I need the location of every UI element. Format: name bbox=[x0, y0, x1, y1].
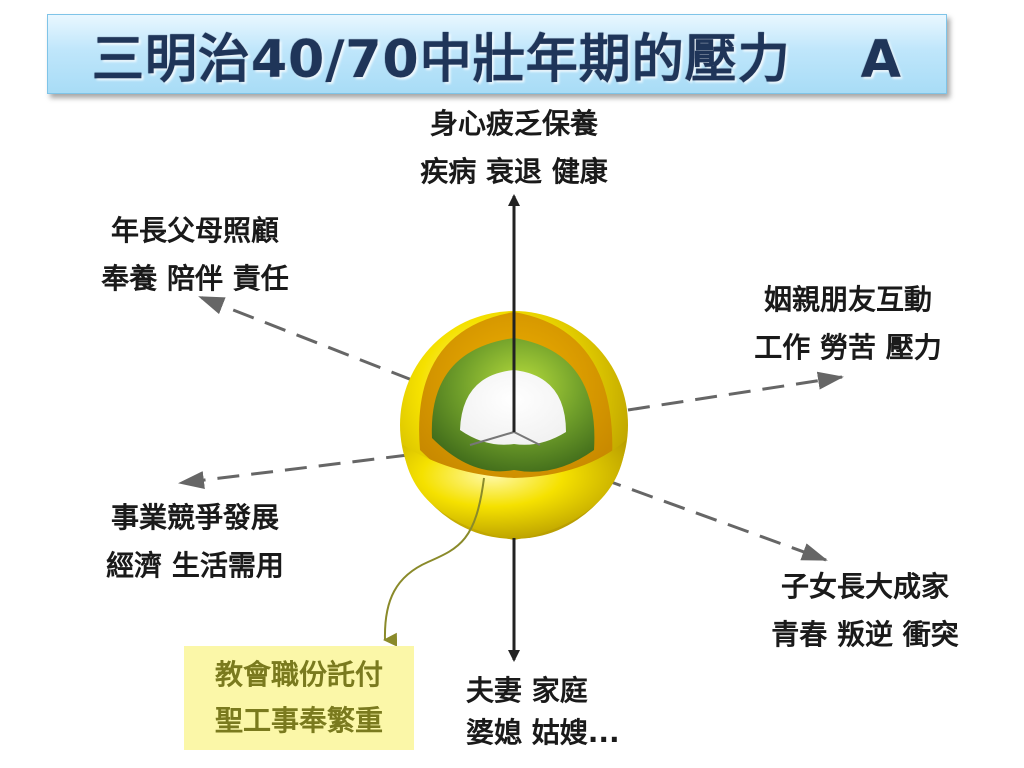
core-callout-line2: 聖工事奉繁重 bbox=[214, 704, 383, 737]
label-lower-left-line2: 經濟 生活需用 bbox=[106, 549, 284, 582]
label-top-line2: 疾病 衰退 健康 bbox=[420, 155, 608, 188]
label-lower-left: 事業競爭發展 經濟 生活需用 bbox=[70, 494, 320, 590]
label-upper-left-line2: 奉養 陪伴 責任 bbox=[101, 262, 289, 295]
label-upper-left: 年長父母照顧 奉養 陪伴 責任 bbox=[60, 207, 330, 303]
title-banner: 三明治40/70中壯年期的壓力 A bbox=[47, 14, 947, 94]
label-bottom-line2: 婆媳 姑嫂... bbox=[466, 716, 620, 749]
label-upper-right-line2: 工作 勞苦 壓力 bbox=[754, 331, 942, 364]
label-upper-right-line1: 姻親朋友互動 bbox=[763, 283, 932, 316]
label-lower-right-line1: 子女長大成家 bbox=[780, 570, 949, 603]
page-title: 三明治40/70中壯年期的壓力 A bbox=[92, 17, 902, 92]
title-main: 三明治40/70中壯年期的壓力 bbox=[92, 29, 791, 90]
label-upper-right: 姻親朋友互動 工作 勞苦 壓力 bbox=[728, 276, 968, 372]
label-bottom: 夫妻 家庭 婆媳 姑嫂... bbox=[466, 670, 676, 754]
label-upper-left-line1: 年長父母照顧 bbox=[110, 214, 279, 247]
label-top-line1: 身心疲乏保養 bbox=[429, 107, 598, 140]
title-suffix: A bbox=[860, 29, 902, 90]
axis-lower-right-arrow bbox=[599, 476, 828, 562]
core-callout-arrow bbox=[383, 477, 485, 647]
core-callout-line1: 教會職份託付 bbox=[214, 658, 383, 691]
label-lower-right-line2: 青春 叛逆 衝突 bbox=[771, 618, 959, 651]
axis-upper-left-arrow bbox=[198, 295, 413, 382]
axis-upper-right-arrow bbox=[627, 371, 844, 412]
label-lower-left-line1: 事業競爭發展 bbox=[110, 501, 279, 534]
label-bottom-line1: 夫妻 家庭 bbox=[466, 674, 588, 707]
core-callout-box: 教會職份託付 聖工事奉繁重 bbox=[184, 646, 414, 750]
label-lower-right: 子女長大成家 青春 叛逆 衝突 bbox=[730, 563, 1000, 659]
label-top: 身心疲乏保養 疾病 衰退 健康 bbox=[384, 100, 644, 196]
axis-lower-left-arrow bbox=[178, 453, 409, 490]
